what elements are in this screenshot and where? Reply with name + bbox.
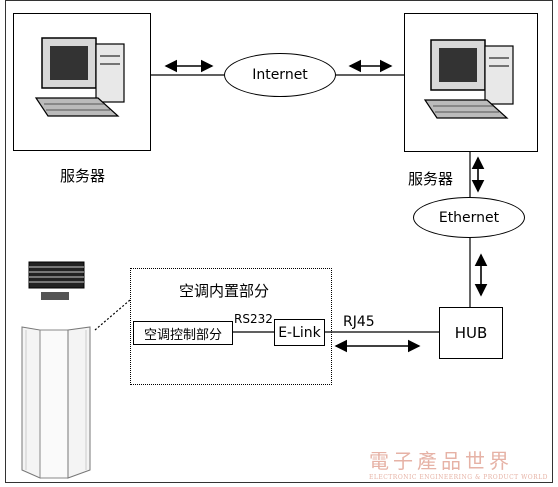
rs232-label: RS232 (234, 312, 273, 326)
watermark-subtext: ELECTRONIC ENGINEERING & PRODUCT WORLD (368, 474, 548, 481)
watermark-logo: 電子產品世界 ELECTRONIC ENGINEERING & PRODUCT … (369, 445, 548, 481)
builtin-section-title: 空调内置部分 (179, 282, 270, 300)
ethernet-cloud: Ethernet (413, 197, 525, 238)
internet-label: Internet (252, 67, 308, 83)
diagram-frame (5, 0, 553, 483)
right-server-box (404, 13, 538, 152)
internet-cloud: Internet (224, 53, 336, 97)
elink-label: E-Link (278, 324, 321, 341)
left-server-box (13, 13, 151, 151)
rj45-label: RJ45 (343, 314, 375, 330)
hub-label: HUB (454, 324, 488, 342)
builtin-section-box (130, 268, 332, 385)
computer-icon (423, 39, 514, 119)
ethernet-label: Ethernet (438, 209, 500, 226)
right-server-label: 服务器 (408, 170, 454, 188)
watermark-text: 電子產品世界 (368, 449, 513, 473)
computer-icon (34, 37, 125, 117)
ac-control-box: 空调控制部分 (133, 321, 233, 345)
hub-box: HUB (439, 307, 503, 359)
ac-control-label: 空调控制部分 (143, 327, 222, 343)
left-server-label: 服务器 (60, 167, 106, 185)
elink-box: E-Link (274, 319, 325, 346)
